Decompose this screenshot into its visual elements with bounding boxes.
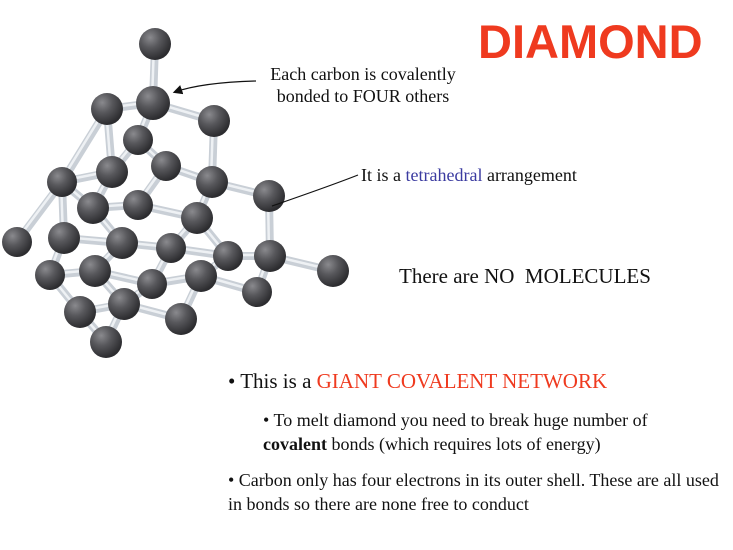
carbon-atom (317, 255, 349, 287)
carbon-atom (123, 125, 153, 155)
annotation-tetrahedral-highlight: tetrahedral (405, 165, 483, 185)
bullet-conduction: • Carbon only has four electrons in its … (228, 470, 719, 514)
atom-group (2, 28, 349, 358)
carbon-atom (106, 227, 138, 259)
carbon-atom (198, 105, 230, 137)
carbon-atom (79, 255, 111, 287)
annotation-four-bonds-line1: Each carbon is covalently (270, 64, 456, 84)
carbon-atom (156, 233, 186, 263)
carbon-atom (136, 86, 170, 120)
carbon-atom (213, 241, 243, 271)
carbon-atom (151, 151, 181, 181)
pointer-arrow-bonds (172, 80, 257, 95)
annotation-tetrahedral-prefix: It is a (361, 165, 406, 185)
carbon-atom (90, 326, 122, 358)
bullet-giant-highlight: GIANT COVALENT NETWORK (316, 369, 608, 393)
carbon-atom (254, 240, 286, 272)
carbon-atom (77, 192, 109, 224)
carbon-atom (181, 202, 213, 234)
annotation-four-bonds: Each carbon is covalently bonded to FOUR… (252, 63, 474, 107)
carbon-atom (47, 167, 77, 197)
bullet-giant-network: • This is a GIANT COVALENT NETWORK (228, 368, 607, 394)
carbon-atom (185, 260, 217, 292)
carbon-atom (196, 166, 228, 198)
annotation-tetrahedral-suffix: arrangement (482, 165, 577, 185)
bullet-melt-prefix: • To melt diamond you need to break huge… (263, 410, 648, 430)
bullet-melting: • To melt diamond you need to break huge… (263, 408, 713, 456)
carbon-atom (96, 156, 128, 188)
no-molecules-statement: There are NO MOLECULES (399, 264, 651, 288)
carbon-atom (91, 93, 123, 125)
carbon-atom (48, 222, 80, 254)
bullet-melt-bold: covalent (263, 434, 327, 454)
carbon-atom (139, 28, 171, 60)
carbon-atom (242, 277, 272, 307)
carbon-atom (35, 260, 65, 290)
carbon-atom (64, 296, 96, 328)
pointer-line-tetra (271, 174, 359, 207)
page-title: DIAMOND (478, 15, 703, 68)
carbon-atom (165, 303, 197, 335)
bullet-giant-prefix: • This is a (228, 369, 317, 393)
carbon-atom (2, 227, 32, 257)
carbon-atom (253, 180, 285, 212)
carbon-atom (123, 190, 153, 220)
bullet-melt-suffix: bonds (which requires lots of energy) (326, 434, 601, 454)
annotation-four-bonds-line2: bonded to FOUR others (276, 86, 450, 106)
carbon-atom (108, 288, 140, 320)
annotation-tetrahedral: It is a tetrahedral arrangement (361, 164, 577, 186)
carbon-atom (137, 269, 167, 299)
